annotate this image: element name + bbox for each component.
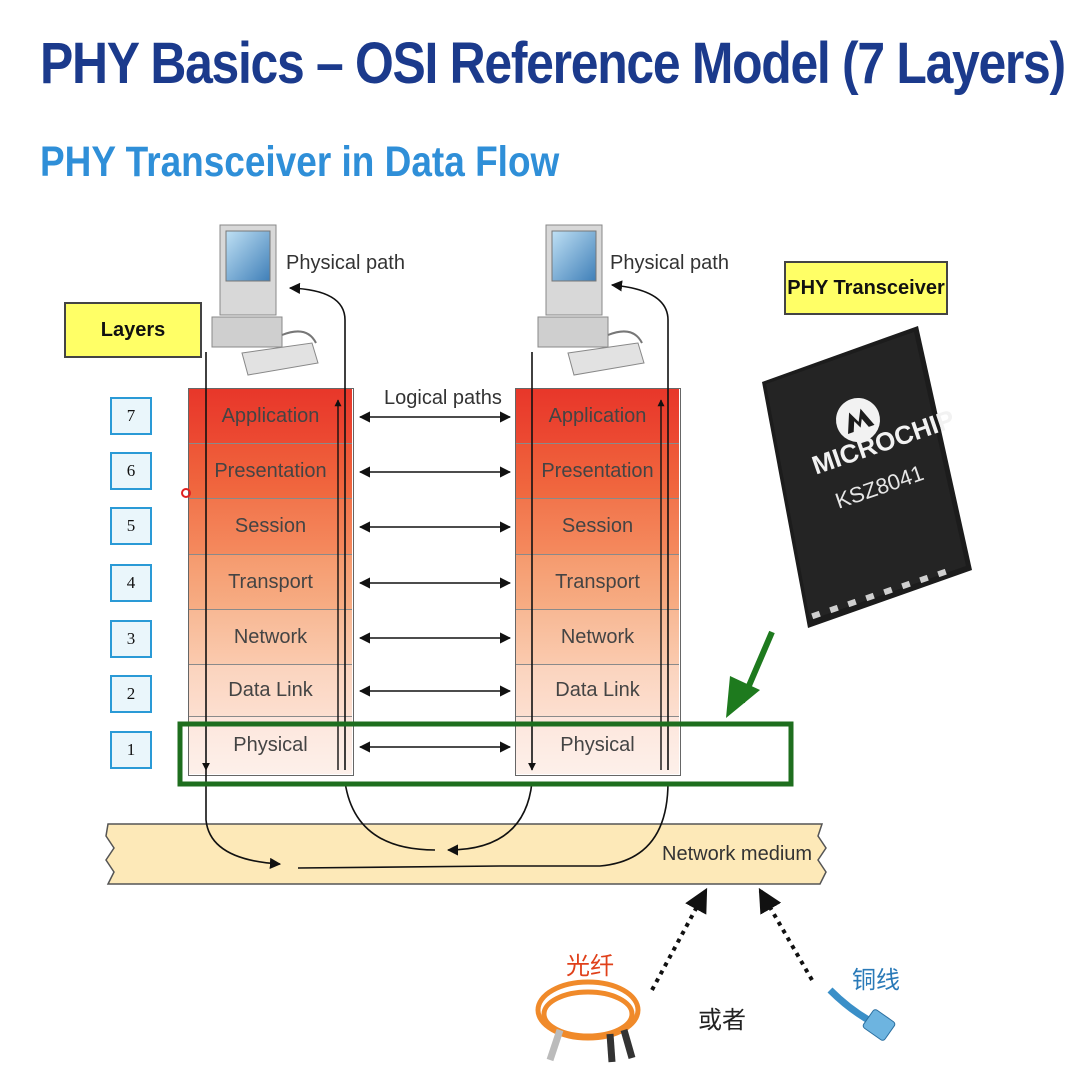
physical-path-left-label: Physical path [286, 252, 405, 274]
right-layer-data-link: Data Link [516, 665, 679, 717]
fiber-label: 光纤 [566, 953, 614, 980]
logical-path-arrows [358, 411, 512, 753]
computer-icon [537, 224, 645, 376]
left-layer-session: Session [189, 499, 352, 555]
layers-label: Layers [64, 302, 202, 358]
layer-number-7: 7 [110, 397, 152, 435]
green-pointer-arrow [726, 630, 775, 718]
physical-path-right-label: Physical path [610, 252, 729, 274]
left-layer-application: Application [189, 389, 352, 444]
left-layer-presentation: Presentation [189, 444, 352, 499]
dotted-arrows [650, 887, 814, 991]
left-layer-network: Network [189, 610, 352, 665]
or-label: 或者 [698, 1007, 746, 1034]
computer-icon [211, 224, 319, 376]
phy-transceiver-label: PHY Transceiver [784, 261, 948, 315]
layer-number-2: 2 [110, 675, 152, 713]
network-medium-label: Network medium [662, 843, 813, 865]
stack-inner-arrows [334, 399, 665, 770]
chip-icon [762, 326, 972, 628]
right-layer-network: Network [516, 610, 679, 665]
layer-number-3: 3 [110, 620, 152, 658]
right-layer-presentation: Presentation [516, 444, 679, 499]
copper-label: 铜线 [852, 967, 900, 994]
layer-number-5: 5 [110, 507, 152, 545]
physical-path-left-arrows [202, 282, 501, 870]
right-layer-session: Session [516, 499, 679, 555]
layer-number-1: 1 [110, 731, 152, 769]
physical-path-right-arrows [446, 280, 669, 867]
left-layer-transport: Transport [189, 555, 352, 610]
copper-cable-icon [827, 987, 896, 1041]
layer-number-6: 6 [110, 452, 152, 490]
left-layer-data-link: Data Link [189, 665, 352, 717]
physical-layer-highlight [177, 721, 794, 787]
logical-paths-label: Logical paths [384, 387, 502, 409]
red-marker-dot [181, 488, 191, 498]
page-title: PHY Basics – OSI Reference Model (7 Laye… [40, 31, 1066, 96]
layer-number-4: 4 [110, 564, 152, 602]
right-layer-application: Application [516, 389, 679, 444]
right-layer-transport: Transport [516, 555, 679, 610]
network-medium-band [105, 823, 827, 885]
page-subtitle: PHY Transceiver in Data Flow [40, 138, 560, 186]
fiber-cable-icon [535, 979, 641, 1063]
